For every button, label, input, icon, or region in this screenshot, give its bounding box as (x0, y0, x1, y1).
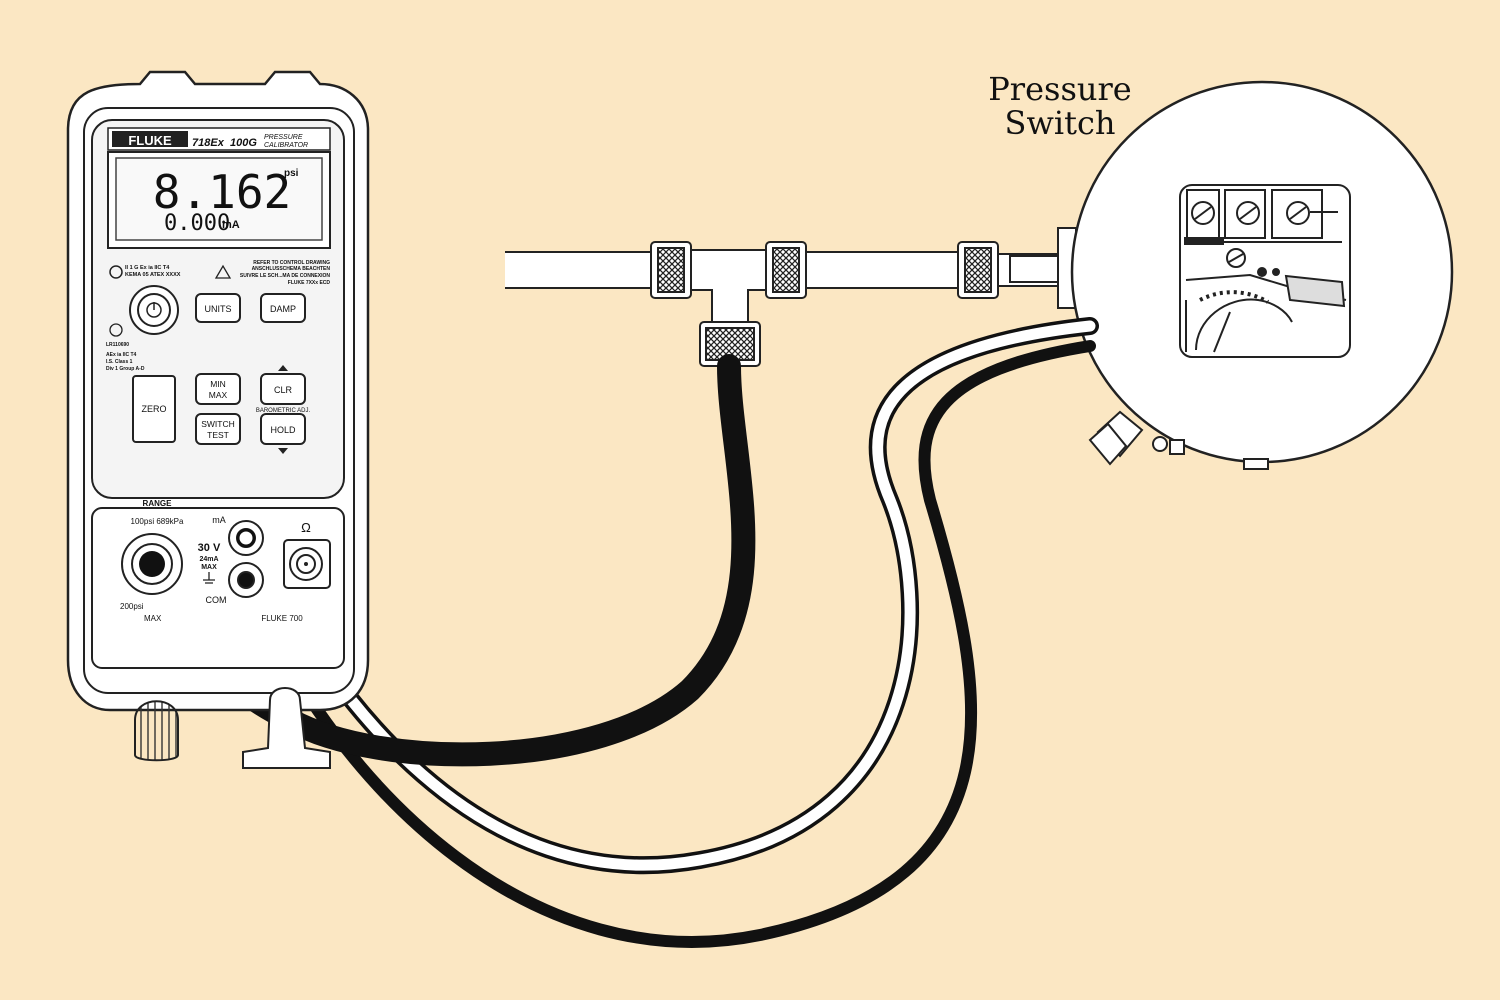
model-label: 718Ex (192, 137, 225, 149)
clr-button[interactable] (260, 373, 306, 405)
pressure-calibrator: FLUKE 718Ex 100G PRESSURE CALIBRATOR 8.1… (66, 70, 370, 769)
ex-mark-icon (109, 265, 123, 279)
cert-right-4: FLUKE 7XXx ECD (288, 280, 331, 286)
voltage-limit-3: MAX (201, 564, 217, 571)
cert-block-4: Div 1 Group A-D (106, 366, 145, 372)
fluke700-port-label: FLUKE 700 (261, 614, 303, 623)
damp-button[interactable] (260, 293, 306, 323)
range-title: RANGE (143, 499, 173, 508)
com-jack-label: COM (206, 595, 227, 605)
minmax-button[interactable] (195, 373, 241, 405)
diagram-title-line-2: Switch (1005, 104, 1116, 142)
black-lead-plug (239, 573, 253, 587)
cert-left-1: II 1 G Ex ia IIC T4 (125, 265, 170, 271)
ma-jack-label: mA (212, 515, 226, 525)
minmax-label-2: MAX (209, 390, 228, 400)
tee-fitting (689, 249, 771, 325)
cert-left-2: KEMA 05 ATEX XXXX (125, 272, 181, 278)
range-max-label: MAX (144, 614, 162, 623)
warning-icon (214, 264, 232, 279)
damp-button-label: DAMP (270, 304, 296, 314)
black-test-lead (239, 340, 1096, 948)
barometric-label: BAROMETRIC ADJ. (256, 408, 311, 414)
inlet-pipe (505, 252, 655, 288)
voltage-limit-1: 30 V (198, 542, 221, 554)
units-button[interactable] (195, 293, 241, 323)
white-lead-plug (236, 528, 256, 548)
pressure-switch (1070, 80, 1454, 470)
clr-button-label: CLR (274, 385, 293, 395)
switch-test-button[interactable] (195, 413, 241, 445)
descriptor-line-1: PRESSURE (264, 134, 303, 141)
secondary-reading: 0.000 (164, 211, 230, 236)
ground-symbol-icon (203, 572, 215, 584)
primary-unit: psi (284, 168, 299, 179)
tilt-stand (242, 687, 331, 769)
arrow-down-icon (278, 448, 288, 454)
voltage-limit-2: 24mA (199, 556, 218, 563)
calibrator-foot (134, 700, 179, 762)
cert-block-3: I.S. Class 1 (106, 359, 133, 365)
switch-test-label-1: SWITCH (201, 419, 235, 429)
switch-supply-pipe (805, 252, 963, 288)
zero-button-label: ZERO (141, 404, 166, 414)
hose-plug (139, 551, 165, 577)
switch-test-label-2: TEST (207, 430, 229, 440)
cert-right-3: SUIVRE LE SCH...MA DE CONNEXION (240, 273, 330, 279)
descriptor-line-2: CALIBRATOR (264, 142, 308, 149)
ground-lug-icon (1152, 436, 1168, 452)
range-model-label: 100G (230, 137, 257, 149)
range-high-label: 200psi (120, 602, 144, 611)
range-low-label: 100psi 689kPa (131, 517, 184, 526)
switch-internal-view (1179, 184, 1351, 358)
primary-reading: 8.162 (153, 165, 291, 219)
cert-right-1: REFER TO CONTROL DRAWING (253, 260, 330, 266)
minmax-label-1: MIN (210, 379, 226, 389)
cert-block-1: LR110690 (106, 342, 129, 348)
hold-button[interactable] (260, 413, 306, 445)
lead-plugs (139, 528, 256, 587)
arrow-up-icon (278, 365, 288, 371)
secondary-unit: mA (222, 219, 240, 231)
units-button-label: UNITS (205, 304, 232, 314)
omega-label: Ω (301, 520, 311, 535)
cert-right-2: ANSCHLUSSCHEMA BEACHTEN (252, 266, 331, 272)
csa-mark-icon (109, 323, 123, 337)
cert-block-2: AEx ia IIC T4 (106, 352, 137, 358)
zero-button[interactable] (132, 375, 176, 443)
brand-logo: FLUKE (128, 133, 172, 148)
hold-button-label: HOLD (270, 425, 296, 435)
diagram-title-line-1: Pressure (988, 70, 1131, 108)
